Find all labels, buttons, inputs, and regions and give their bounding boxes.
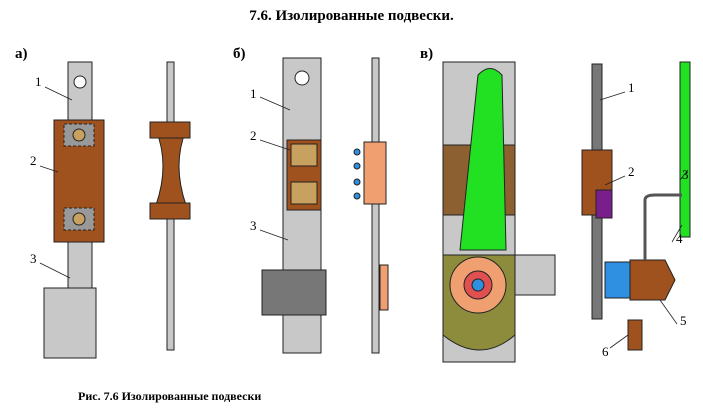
callout-b-3: 3 [250,218,257,233]
callout-c-4: 4 [676,231,683,246]
callout-a-1: 1 [35,74,42,89]
hanger-b-front [261,57,327,354]
callout-b-1: 1 [250,86,257,101]
hanger-b-side [353,57,389,354]
hanger-a-side [149,61,191,351]
hanger-c-side [581,61,691,351]
hanger-a-front [43,61,105,359]
callout-c-1: 1 [628,80,635,95]
variant-label-a: а) [15,46,28,62]
callout-a-2: 2 [30,153,37,168]
variant-label-c: в) [420,46,434,62]
callout-b-2: 2 [250,128,257,143]
callout-c-5: 5 [680,313,687,328]
callout-a-3: 3 [30,251,37,266]
callout-c-3: 3 [682,167,689,182]
callout-c-2: 2 [628,164,635,179]
variant-label-b: б) [233,46,246,62]
callout-c-6: 6 [602,344,609,359]
figure-caption: Рис. 7.6 Изолированные подвески [78,389,262,403]
leader-lines [39,86,689,349]
page-title: 7.6. Изолированные подвески. [249,8,454,24]
hanger-c-front [442,61,556,363]
